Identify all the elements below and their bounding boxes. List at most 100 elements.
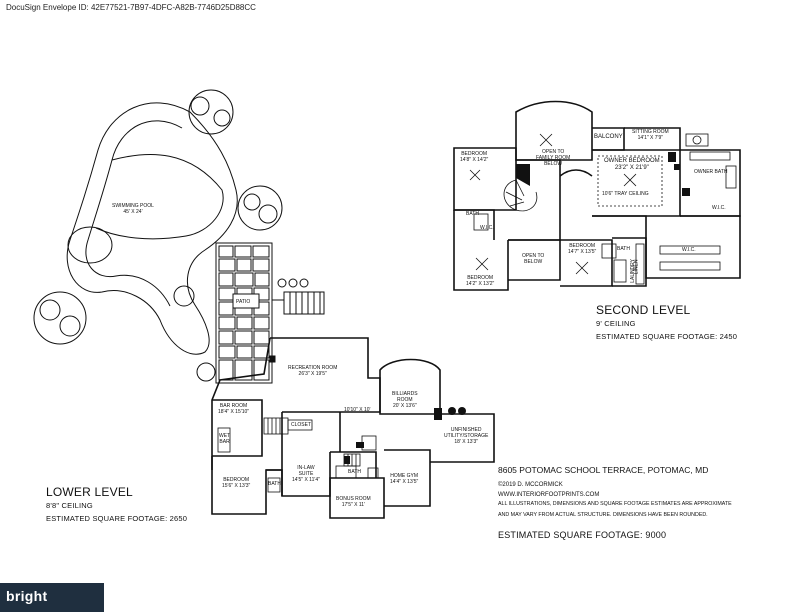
room-name: UNFINISHED xyxy=(450,427,482,433)
room-dim: 15'6" X 13'3" xyxy=(222,482,251,489)
patio xyxy=(215,242,325,384)
copyright: ©2019 D. MCCORMICK xyxy=(498,482,563,488)
room-patio: PATIO xyxy=(236,299,251,306)
room-name: BILLIARDS xyxy=(392,391,418,397)
disclaimer-line-2: AND MAY VARY FROM ACTUAL STRUCTURE. DIME… xyxy=(498,512,708,518)
room-name: BATH xyxy=(348,469,361,475)
room-dim: 14'4" X 13'5" xyxy=(390,478,419,485)
room-wic-lower: W.I.C. xyxy=(682,247,696,254)
room-name: LINEN xyxy=(633,259,640,275)
room-bonus-bath: BATH xyxy=(348,469,361,476)
room-name: BEDROOM xyxy=(467,275,494,281)
room-dim: 18'4" X 15'10" xyxy=(218,408,250,415)
room-name: SITTING ROOM xyxy=(632,129,669,135)
room-name: BAR ROOM xyxy=(219,403,248,409)
room-name: BATH xyxy=(617,246,630,252)
tree-icon xyxy=(188,89,234,135)
room-name: W.I.C. xyxy=(682,247,696,253)
room-name: FAMILY ROOM xyxy=(536,154,571,161)
room-name: OWNER BEDROOM xyxy=(604,158,660,164)
room-tray-ceiling: 10'6" TRAY CEILING xyxy=(602,191,649,198)
room-closet: CLOSET xyxy=(291,422,312,429)
envelope-id: DocuSign Envelope ID: 42E77521-7B97-4DFC… xyxy=(6,3,256,12)
room-bath-upper-left: BATH xyxy=(466,211,479,218)
room-name: OWNER BATH xyxy=(694,169,728,175)
room-dim: 20' X 13'6" xyxy=(392,402,417,409)
second-level-title: SECOND LEVEL xyxy=(596,303,691,317)
room-name: WET xyxy=(219,433,231,439)
room-name: PATIO xyxy=(236,299,251,305)
room-dim: 14'8" X 14'2" xyxy=(460,156,489,163)
shrub-icon xyxy=(173,285,216,382)
room-dim: 14'2" X 13'2" xyxy=(466,280,495,287)
room-name: ROOM xyxy=(397,396,413,403)
room-name: BEDROOM xyxy=(569,243,596,249)
second-level-details xyxy=(469,133,737,285)
room-name: BAR xyxy=(219,438,230,445)
lower-level-sqft: ESTIMATED SQUARE FOOTAGE: 2650 xyxy=(46,514,188,523)
room-name: BELOW xyxy=(544,160,563,167)
room-name: RECREATION ROOM xyxy=(288,365,338,371)
room-name: BATH xyxy=(466,211,479,217)
room-name: BALCONY xyxy=(594,134,623,140)
watermark-logo: bright xyxy=(0,583,104,612)
second-level-sqft: ESTIMATED SQUARE FOOTAGE: 2450 xyxy=(596,332,738,341)
property-address: 8605 POTOMAC SCHOOL TERRACE, POTOMAC, MD xyxy=(498,465,709,475)
room-owner-bath: OWNER BATH xyxy=(694,169,728,176)
room-name: BATH xyxy=(268,481,281,487)
room-linen: LINEN xyxy=(633,259,640,275)
second-level-ceiling: 9' CEILING xyxy=(596,319,636,328)
room-wic-left: W.I.C. xyxy=(480,225,494,232)
room-name: BELOW xyxy=(524,258,543,265)
disclaimer-line-1: ALL ILLUSTRATIONS, DIMENSIONS AND SQUARE… xyxy=(498,501,732,507)
room-name: BEDROOM xyxy=(223,477,250,483)
room-dim: 17'5" X 11' xyxy=(341,501,366,508)
room-center: 10'10" X 10' xyxy=(344,407,370,414)
tree-icon xyxy=(33,291,87,345)
room-name: BEDROOM xyxy=(461,151,488,157)
room-balcony: BALCONY xyxy=(594,134,623,141)
room-name: IN-LAW xyxy=(297,465,315,471)
room-dim: 14'7" X 13'5" xyxy=(568,248,597,255)
total-sqft: ESTIMATED SQUARE FOOTAGE: 9000 xyxy=(498,530,667,540)
swimming-pool xyxy=(66,102,238,355)
second-level-fills xyxy=(516,152,690,196)
room-dim: 23'2" X 21'9" xyxy=(614,164,649,171)
room-dim: 14'5" X 11'4" xyxy=(292,476,320,483)
room-name: OPEN TO xyxy=(541,149,565,155)
room-lower-bath: BATH xyxy=(268,481,281,488)
storage-mechanical xyxy=(344,407,466,464)
second-level-walls xyxy=(453,100,741,291)
room-name: SWIMMING POOL xyxy=(112,203,154,209)
lower-level-title: LOWER LEVEL xyxy=(46,485,133,499)
website: WWW.INTERIORFOOTPRINTS.COM xyxy=(498,492,600,498)
room-dim: 14'1" X 7'9" xyxy=(637,134,664,141)
room-name: OPEN TO xyxy=(522,253,545,259)
room-bath-center: BATH xyxy=(617,246,630,253)
room-name: CLOSET xyxy=(291,422,312,428)
room-note: 10'6" TRAY CEILING xyxy=(602,191,649,197)
room-name: W.I.C. xyxy=(480,225,494,231)
tree-icon xyxy=(237,185,283,231)
room-name: SUITE xyxy=(298,470,314,477)
room-wic-upper: W.I.C. xyxy=(712,205,726,212)
room-dim: 18' X 13'3" xyxy=(454,438,479,445)
watermark-text: bright xyxy=(6,588,48,604)
